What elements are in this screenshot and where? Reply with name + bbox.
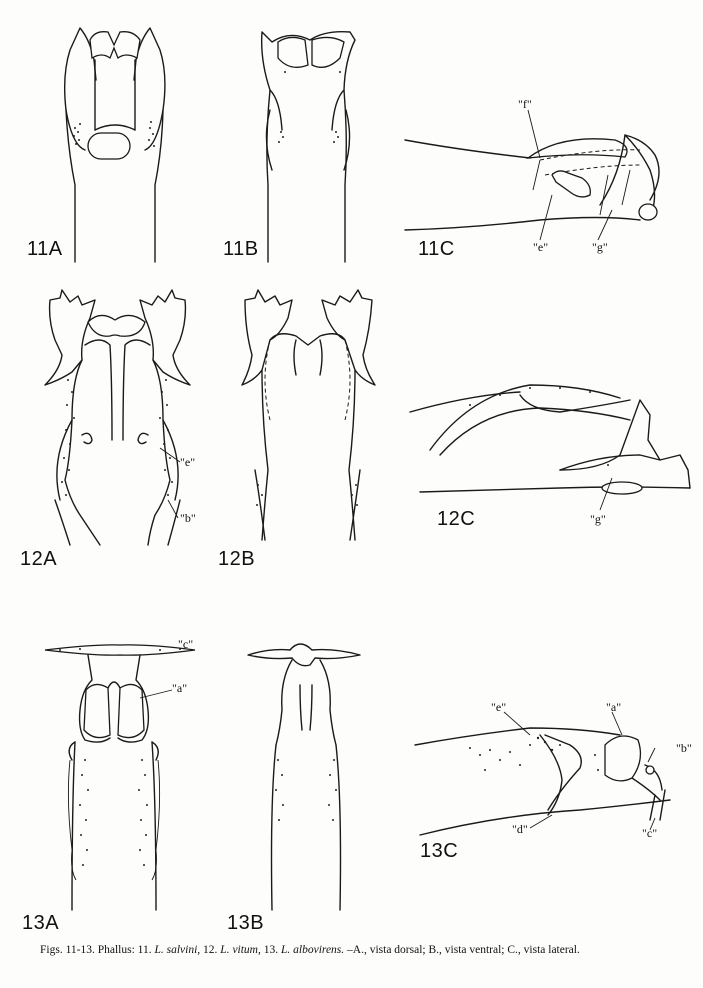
caption-species-2: L. vitum, bbox=[220, 944, 261, 956]
drawing-11A bbox=[63, 27, 166, 263]
callout-e-12A: "e" bbox=[180, 455, 196, 469]
figure-label-13C: 13C bbox=[420, 840, 459, 862]
callout-f-11C: "f" bbox=[518, 97, 532, 111]
callout-g-11C: "g" bbox=[592, 240, 608, 254]
leader-lines bbox=[139, 109, 656, 831]
callout-c-13A: "c" bbox=[178, 637, 194, 651]
callout-e-11C: "e" bbox=[533, 240, 549, 254]
figure-label-13B: 13B bbox=[227, 912, 265, 934]
figure-label-11B: 11B bbox=[223, 238, 259, 260]
drawing-12B bbox=[241, 289, 376, 541]
caption-mid-2: 13. bbox=[260, 944, 281, 956]
caption-lead: Figs. 11-13. Phallus: 11. bbox=[40, 944, 155, 956]
caption-mid-1: 12. bbox=[200, 944, 221, 956]
callout-g-12C: "g" bbox=[590, 512, 606, 526]
caption-tail: –A., vista dorsal; B., vista ventral; C.… bbox=[344, 944, 580, 956]
caption-species-1: L. salvini, bbox=[154, 944, 201, 956]
callout-a-13A: "a" bbox=[172, 681, 188, 695]
figure-label-11C: 11C bbox=[418, 238, 455, 260]
figure-label-11A: 11A bbox=[27, 238, 63, 260]
drawing-13A bbox=[44, 644, 196, 911]
callout-a-13C: "a" bbox=[606, 700, 622, 714]
drawing-12A bbox=[44, 289, 191, 546]
drawing-11B bbox=[260, 30, 356, 263]
drawing-12C bbox=[409, 384, 691, 511]
callout-d-13C: "d" bbox=[512, 822, 528, 836]
figure-label-12B: 12B bbox=[218, 548, 256, 570]
figure-label-13A: 13A bbox=[22, 912, 60, 934]
drawing-11C bbox=[404, 134, 660, 231]
caption-species-3: L. albovirens. bbox=[281, 944, 345, 956]
figure-label-12C: 12C bbox=[437, 508, 476, 530]
figure-caption: Figs. 11-13. Phallus: 11. L. salvini, 12… bbox=[40, 944, 690, 956]
callout-b-13C: "b" bbox=[676, 741, 692, 755]
callout-c-13C: "c" bbox=[642, 826, 658, 840]
drawing-13B bbox=[247, 643, 361, 911]
drawing-13C bbox=[414, 727, 671, 836]
callout-b-12A: "b" bbox=[180, 511, 196, 525]
figure-label-12A: 12A bbox=[20, 548, 58, 570]
callout-e-13C: "e" bbox=[491, 700, 507, 714]
